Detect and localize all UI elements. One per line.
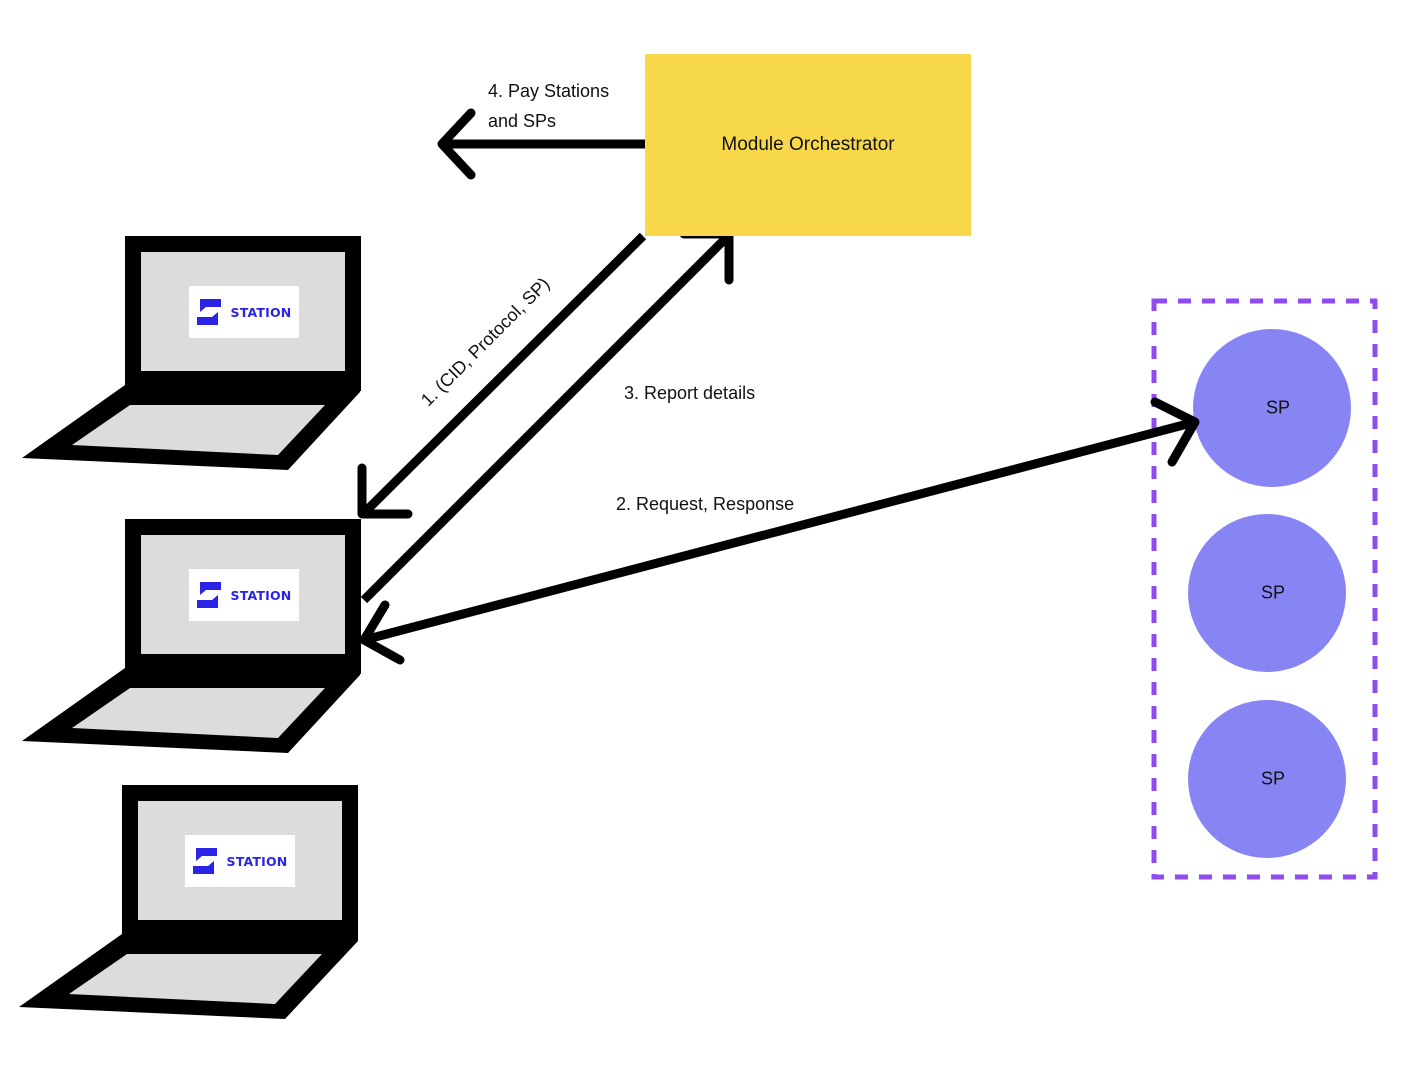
laptop-keyboard-area <box>69 954 322 1004</box>
station-logo-3: STATION <box>185 835 295 887</box>
station-logo-icon <box>196 582 221 608</box>
station-logo-2: STATION <box>189 569 299 621</box>
sp-node-1-label: SP <box>1265 397 1291 418</box>
sp-node-2[interactable] <box>1188 514 1346 672</box>
arrow-cid-protocol-sp <box>357 232 647 519</box>
flow-label-4-line1: 4. Pay Stations <box>488 81 610 101</box>
station-logo-icon <box>192 848 217 874</box>
sp-node-3[interactable] <box>1188 700 1346 858</box>
laptop-keyboard-area <box>72 688 325 738</box>
sp-node-1[interactable] <box>1193 329 1351 487</box>
sp-node-2-label: SP <box>1260 582 1286 603</box>
laptop-keyboard-area <box>72 405 325 455</box>
station-laptop-1 <box>22 236 361 470</box>
station-laptop-3 <box>19 785 358 1019</box>
flow-label-4-line2: and SPs <box>488 111 557 131</box>
arrow-pay-stations <box>437 108 645 180</box>
station-logo-icon <box>196 299 221 325</box>
module-orchestrator-box[interactable]: Module Orchestrator <box>645 54 971 236</box>
station-logo-text: STATION <box>230 587 292 603</box>
flow-label-4: 4. Pay Stations and SPs <box>488 76 609 136</box>
station-logo-text: STATION <box>226 853 288 869</box>
flow-label-2: 2. Request, Response <box>616 494 795 514</box>
module-orchestrator-label: Module Orchestrator <box>721 134 895 155</box>
station-logo-1: STATION <box>189 286 299 338</box>
sp-group-border <box>1151 298 1378 880</box>
station-logo-text: STATION <box>230 304 292 320</box>
station-laptop-2 <box>22 519 361 753</box>
arrow-request-response <box>359 397 1200 665</box>
sp-node-3-label: SP <box>1260 768 1286 789</box>
flow-label-3: 3. Report details <box>624 383 756 403</box>
